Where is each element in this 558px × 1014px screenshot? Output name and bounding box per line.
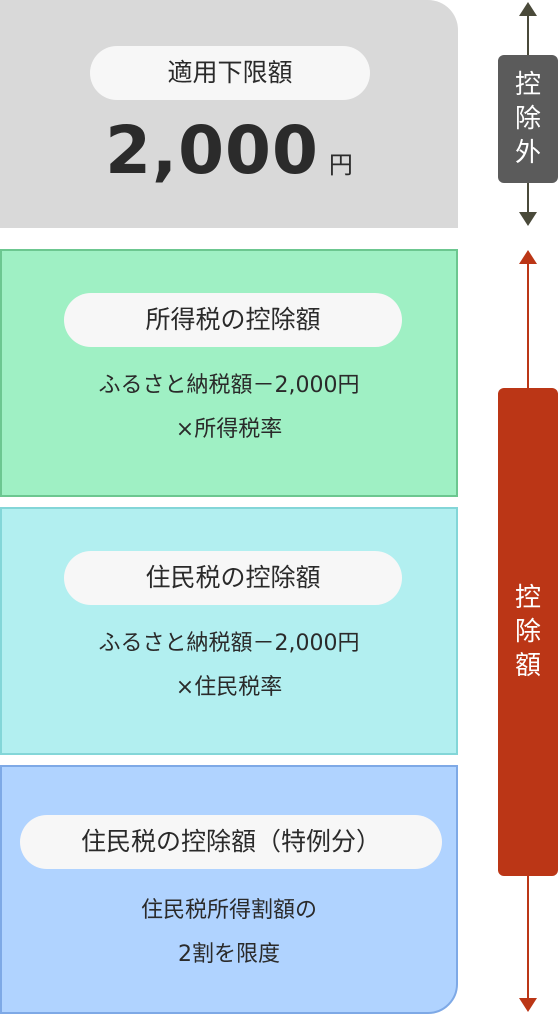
income-tax-formula: ふるさと納税額－2,000円 ×所得税率 [0, 364, 458, 452]
minimum-amount-unit: 円 [328, 151, 353, 179]
special-tax-note: 住民税所得割額の 2割を限度 [0, 889, 458, 977]
income-tax-box: 所得税の控除額 ふるさと納税額－2,000円 ×所得税率 [0, 249, 458, 497]
resident-tax-box: 住民税の控除額 ふるさと納税額－2,000円 ×住民税率 [0, 507, 458, 755]
deduction-tag: 控 除 額 [498, 388, 558, 876]
resident-tax-formula-line1: ふるさと納税額－2,000円 [98, 631, 360, 656]
excluded-tag-char-2: 除 [514, 104, 541, 134]
minimum-amount-value: 2,000 円 [0, 112, 458, 189]
excluded-tag-char-1: 控 [514, 70, 541, 100]
deduction-tag-char-3: 額 [514, 651, 541, 681]
minimum-amount-label: 適用下限額 [90, 46, 370, 100]
deduction-tag-char-2: 除 [514, 617, 541, 647]
excluded-box: 適用下限額 2,000 円 [0, 0, 458, 228]
resident-tax-formula-line2: ×住民税率 [175, 675, 283, 700]
income-tax-formula-line1: ふるさと納税額－2,000円 [98, 373, 360, 398]
special-tax-label: 住民税の控除額（特例分） [20, 815, 442, 869]
special-tax-note-line1: 住民税所得割額の [140, 898, 317, 923]
special-tax-box: 住民税の控除額（特例分） 住民税所得割額の 2割を限度 [0, 765, 458, 1014]
deduction-arrow-up-head [519, 250, 537, 264]
deduction-arrow-down-head [519, 998, 537, 1012]
special-tax-note-line2: 2割を限度 [178, 942, 280, 967]
deduction-tag-char-1: 控 [514, 583, 541, 613]
minimum-amount-number: 2,000 [105, 112, 319, 189]
excluded-arrow-down-head [519, 212, 537, 226]
excluded-arrow-up-head [519, 2, 537, 16]
income-tax-label: 所得税の控除額 [64, 293, 402, 347]
income-tax-formula-line2: ×所得税率 [175, 417, 283, 442]
resident-tax-label: 住民税の控除額 [64, 551, 402, 605]
excluded-tag-char-3: 外 [514, 138, 541, 168]
excluded-tag: 控 除 外 [498, 55, 558, 183]
resident-tax-formula: ふるさと納税額－2,000円 ×住民税率 [0, 622, 458, 710]
